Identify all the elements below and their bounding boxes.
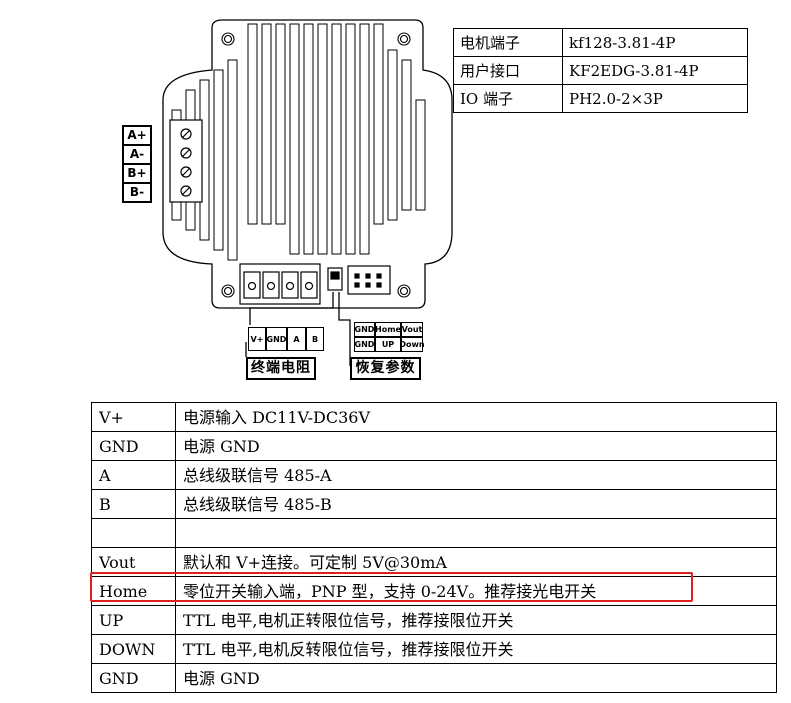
pin-desc [175,518,777,548]
connector-spec-table: 电机端子 kf128-3.81-4P 用户接口 KF2EDG-3.81-4P I… [453,28,748,113]
mounting-holes [221,32,411,298]
pin-desc: TTL 电平,电机反转限位信号，推荐接限位开关 [175,634,777,664]
spec-value: PH2.0-2×3P [562,84,748,113]
spec-key: 用户接口 [453,56,563,85]
user-terminal-block [239,263,321,305]
heatsink-fins [171,23,426,261]
termination-resistor-label: 终端电阻 [246,357,316,380]
motor-terminal-a-minus: A- [122,144,152,165]
user-pin-gnd: GND [266,327,287,351]
user-pin-vplus: V+ [248,327,266,351]
io-pin-down: Down [399,337,425,352]
pin-name: B [91,489,176,519]
table-row: 电机端子 kf128-3.81-4P [453,28,748,57]
spec-value: kf128-3.81-4P [562,28,748,57]
pin-name: V+ [91,402,176,432]
pin-desc: 电源 GND [175,663,777,693]
driver-board-drawing [162,19,453,366]
table-row [91,518,777,548]
motor-terminal-a-plus: A+ [122,125,152,146]
leader-lines [245,292,351,366]
table-row: IO 端子 PH2.0-2×3P [453,84,748,113]
termination-switch [327,267,343,291]
pin-desc: 电源 GND [175,431,777,461]
pin-name: UP [91,605,176,635]
motor-terminal-block [169,119,203,203]
pin-name: GND [91,431,176,461]
pin-name: A [91,460,176,490]
spec-value: KF2EDG-3.81-4P [562,56,748,85]
pin-desc: 总线级联信号 485-A [175,460,777,490]
pin-desc: 电源输入 DC11V-DC36V [175,402,777,432]
io-pin-vout: Vout [401,322,423,337]
table-row: V+电源输入 DC11V-DC36V [91,402,777,432]
motor-terminal-b-minus: B- [122,182,152,203]
io-header [347,265,391,295]
restore-params-label: 恢复参数 [350,357,421,380]
io-pin-gnd-bottom: GND [354,337,375,352]
user-pin-b: B [306,327,324,351]
spec-key: 电机端子 [453,28,563,57]
table-row: 用户接口 KF2EDG-3.81-4P [453,56,748,85]
pin-desc: TTL 电平,电机正转限位信号，推荐接限位开关 [175,605,777,635]
pin-name: DOWN [91,634,176,664]
spec-key: IO 端子 [453,84,563,113]
pin-name [91,518,176,548]
home-row-highlight [90,572,693,602]
pin-name: GND [91,663,176,693]
user-pin-a: A [287,327,306,351]
io-pin-gnd-top: GND [354,322,375,337]
io-pin-home: Home [375,322,401,337]
motor-terminal-b-plus: B+ [122,163,152,184]
board-outline [162,19,453,309]
io-pin-up: UP [375,337,401,352]
pin-desc: 总线级联信号 485-B [175,489,777,519]
